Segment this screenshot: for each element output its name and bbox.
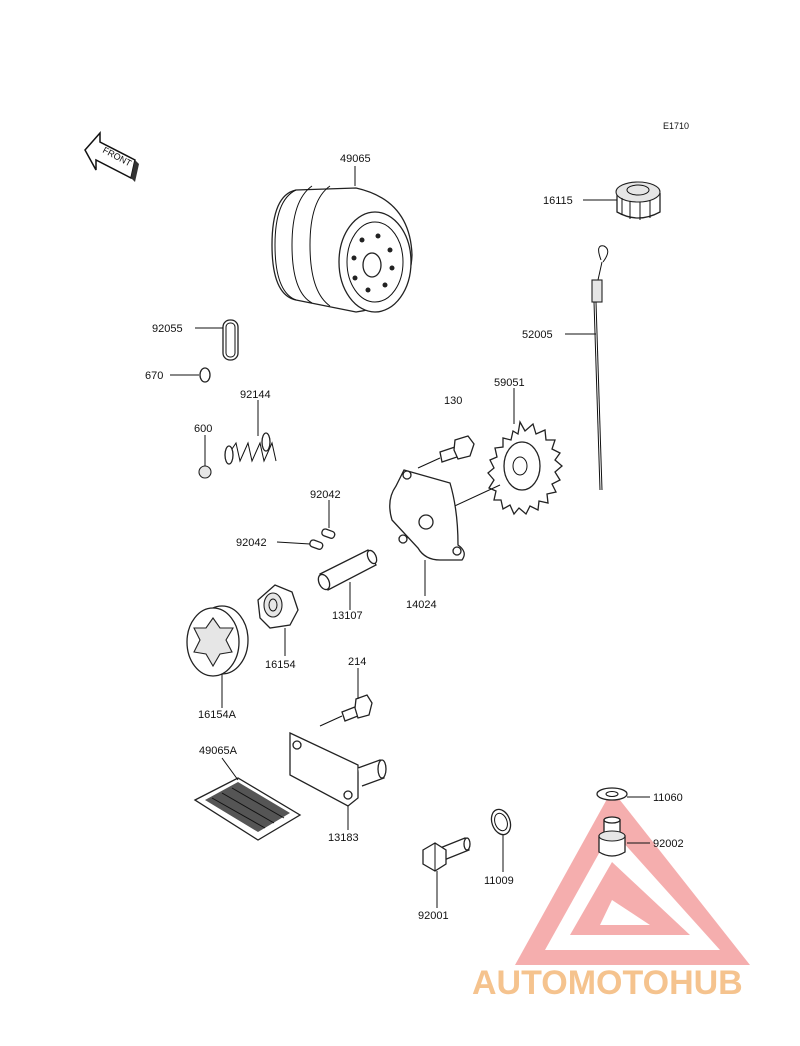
part-600-ball[interactable]	[198, 465, 212, 479]
part-11060-washer[interactable]	[596, 787, 628, 801]
label-11009[interactable]: 11009	[484, 875, 514, 887]
leader-lines	[170, 166, 650, 908]
part-16154-inner-rotor[interactable]	[257, 584, 299, 629]
part-16154a-outer-rotor[interactable]	[186, 605, 249, 677]
label-214[interactable]: 214	[348, 656, 366, 668]
part-49065a-screen[interactable]	[193, 777, 302, 841]
part-92055-o-ring[interactable]	[222, 319, 239, 361]
label-16154[interactable]: 16154	[265, 659, 296, 671]
label-11060[interactable]: 11060	[653, 792, 683, 804]
label-92042-upper[interactable]: 92042	[310, 489, 341, 501]
watermark-logo	[515, 790, 750, 965]
part-214-bolt[interactable]	[319, 694, 373, 727]
part-59051-sprocket[interactable]	[445, 420, 563, 516]
diagram-ref-code: E1710	[663, 121, 689, 131]
part-130-bolt[interactable]	[417, 435, 475, 469]
part-11009-o-ring[interactable]	[488, 807, 514, 838]
part-92144-spring[interactable]	[224, 432, 277, 465]
part-49065-oil-filter[interactable]	[271, 185, 413, 313]
part-13183-strainer[interactable]	[289, 731, 387, 807]
label-13107[interactable]: 13107	[332, 610, 363, 622]
label-16154a[interactable]: 16154A	[198, 709, 237, 721]
label-92002[interactable]: 92002	[653, 838, 684, 850]
part-14024-pump-cover[interactable]	[389, 469, 465, 561]
watermark-text: AUTOMOTOHUB	[472, 964, 743, 1002]
part-13107-shaft[interactable]	[316, 549, 378, 591]
label-14024[interactable]: 14024	[406, 599, 437, 611]
part-92002-drain-plug[interactable]	[598, 816, 626, 857]
label-130[interactable]: 130	[444, 395, 462, 407]
front-arrow-icon: FRONT	[84, 131, 139, 182]
label-600[interactable]: 600	[194, 423, 212, 435]
label-52005[interactable]: 52005	[522, 329, 553, 341]
part-670-o-ring[interactable]	[199, 367, 211, 383]
part-92042-pins[interactable]	[309, 528, 336, 550]
label-92001[interactable]: 92001	[418, 910, 449, 922]
part-92001-bolt[interactable]	[422, 837, 471, 872]
part-16115-filler-cap[interactable]	[615, 181, 661, 220]
label-13183[interactable]: 13183	[328, 832, 359, 844]
label-49065[interactable]: 49065	[340, 153, 371, 165]
label-16115[interactable]: 16115	[543, 195, 573, 207]
label-92055[interactable]: 92055	[152, 323, 183, 335]
label-670[interactable]: 670	[145, 370, 163, 382]
label-92042-lower[interactable]: 92042	[236, 537, 267, 549]
label-92144[interactable]: 92144	[240, 389, 271, 401]
label-49065a[interactable]: 49065A	[199, 745, 238, 757]
part-52005-dipstick[interactable]	[591, 245, 609, 491]
part-labels: E1710 49065 16115 92055 670 52005 92144 …	[145, 121, 689, 922]
label-59051[interactable]: 59051	[494, 377, 525, 389]
